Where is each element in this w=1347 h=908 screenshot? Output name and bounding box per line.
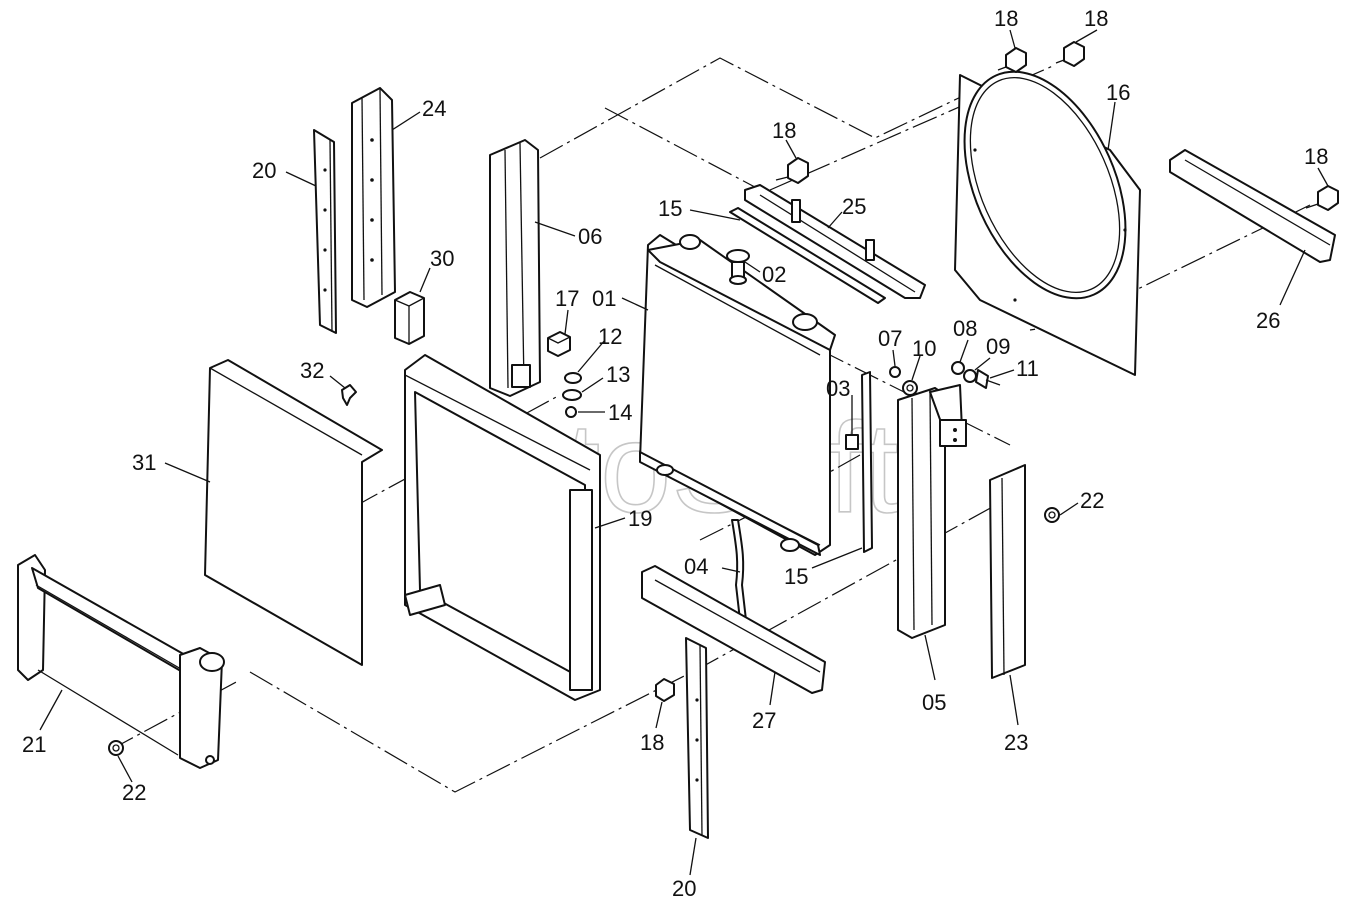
- callout-18: 18: [994, 6, 1018, 31]
- callout-32: 32: [300, 358, 324, 383]
- callout-10: 10: [912, 336, 936, 361]
- callout-09: 09: [986, 334, 1010, 359]
- callout-18: 18: [1084, 6, 1108, 31]
- callout-12: 12: [598, 324, 622, 349]
- part-20-side-plate-lower: [685, 637, 709, 839]
- callout-04: 04: [684, 554, 708, 579]
- hardware-07-10-08-09-11: [889, 361, 1001, 396]
- part-01-radiator: [639, 234, 836, 556]
- callout-labels: 18 18 16 18 18 24 20 06 15 25 02 30 17 0…: [22, 6, 1328, 901]
- bolt-18-right: [1305, 185, 1339, 211]
- nut-22-right: [1044, 507, 1060, 523]
- callout-18: 18: [640, 730, 664, 755]
- part-19-radiator-frame: [404, 354, 601, 701]
- part-16-fan-shroud: [954, 70, 1141, 376]
- part-03-fitting: [845, 395, 859, 450]
- callout-01: 01: [592, 286, 616, 311]
- callout-24: 24: [422, 96, 446, 121]
- part-25-strip: [744, 184, 926, 299]
- callout-13: 13: [606, 362, 630, 387]
- callout-17: 17: [555, 286, 579, 311]
- part-26-angle-bar: [1169, 149, 1336, 263]
- bolt-18-top-left: [997, 47, 1027, 73]
- callout-14: 14: [608, 400, 632, 425]
- callout-22: 22: [122, 780, 146, 805]
- part-20-side-plate-upper: [313, 129, 337, 334]
- callout-02: 02: [762, 262, 786, 287]
- part-02-cap: [726, 249, 750, 285]
- callout-03: 03: [826, 376, 850, 401]
- nut-22-left: [108, 740, 124, 756]
- part-15-strip-lower: [861, 371, 873, 553]
- callout-07: 07: [878, 326, 902, 351]
- hardware-12-13-14: [562, 372, 582, 418]
- callout-18: 18: [1304, 144, 1328, 169]
- part-05-side-channel: [897, 384, 967, 639]
- callout-16: 16: [1106, 80, 1130, 105]
- part-17-small-block: [547, 331, 571, 357]
- part-31-cover-panel: [204, 359, 383, 666]
- callout-18: 18: [772, 118, 796, 143]
- callout-27: 27: [752, 708, 776, 733]
- part-23-side-plate-right: [989, 464, 1026, 679]
- callout-20: 20: [252, 158, 276, 183]
- part-30-block: [394, 291, 425, 345]
- callout-08: 08: [953, 316, 977, 341]
- callout-05: 05: [922, 690, 946, 715]
- part-32-clip: [341, 384, 357, 406]
- callout-20: 20: [672, 876, 696, 901]
- callout-15: 15: [658, 196, 682, 221]
- callout-31: 31: [132, 450, 156, 475]
- part-06-long-channel: [489, 139, 541, 397]
- callout-11: 11: [1016, 356, 1039, 381]
- callout-30: 30: [430, 246, 454, 271]
- callout-21: 21: [22, 732, 46, 757]
- part-27-crossbar: [641, 565, 826, 694]
- callout-15: 15: [784, 564, 808, 589]
- callout-23: 23: [1004, 730, 1028, 755]
- part-21-intercooler: [17, 554, 225, 769]
- callout-19: 19: [628, 506, 652, 531]
- leader-lines: [39, 29, 1329, 876]
- bolt-18-upper-mid: [775, 157, 809, 184]
- bolt-18-lower: [655, 678, 675, 702]
- callout-25: 25: [842, 194, 866, 219]
- bolt-18-top-right: [1055, 41, 1085, 67]
- part-15-strip-upper: [729, 207, 886, 304]
- callout-06: 06: [578, 224, 602, 249]
- callout-26: 26: [1256, 308, 1280, 333]
- callout-22: 22: [1080, 488, 1104, 513]
- part-24-channel-bracket: [351, 87, 396, 308]
